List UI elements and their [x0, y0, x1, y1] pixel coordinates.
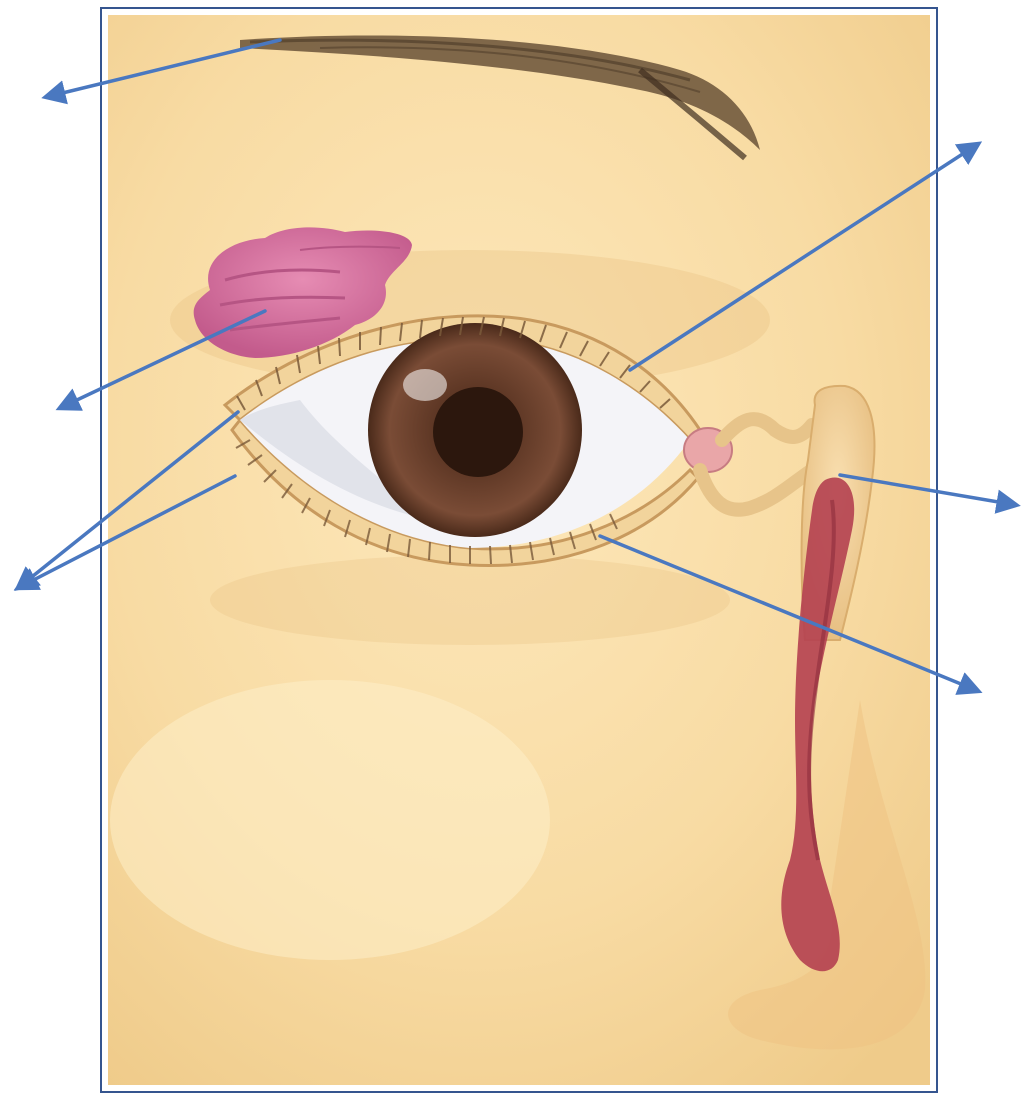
iris-reflection — [403, 369, 447, 401]
pupil — [433, 387, 523, 477]
cheek-highlight — [110, 680, 550, 960]
under-eye-shadow — [210, 555, 730, 645]
